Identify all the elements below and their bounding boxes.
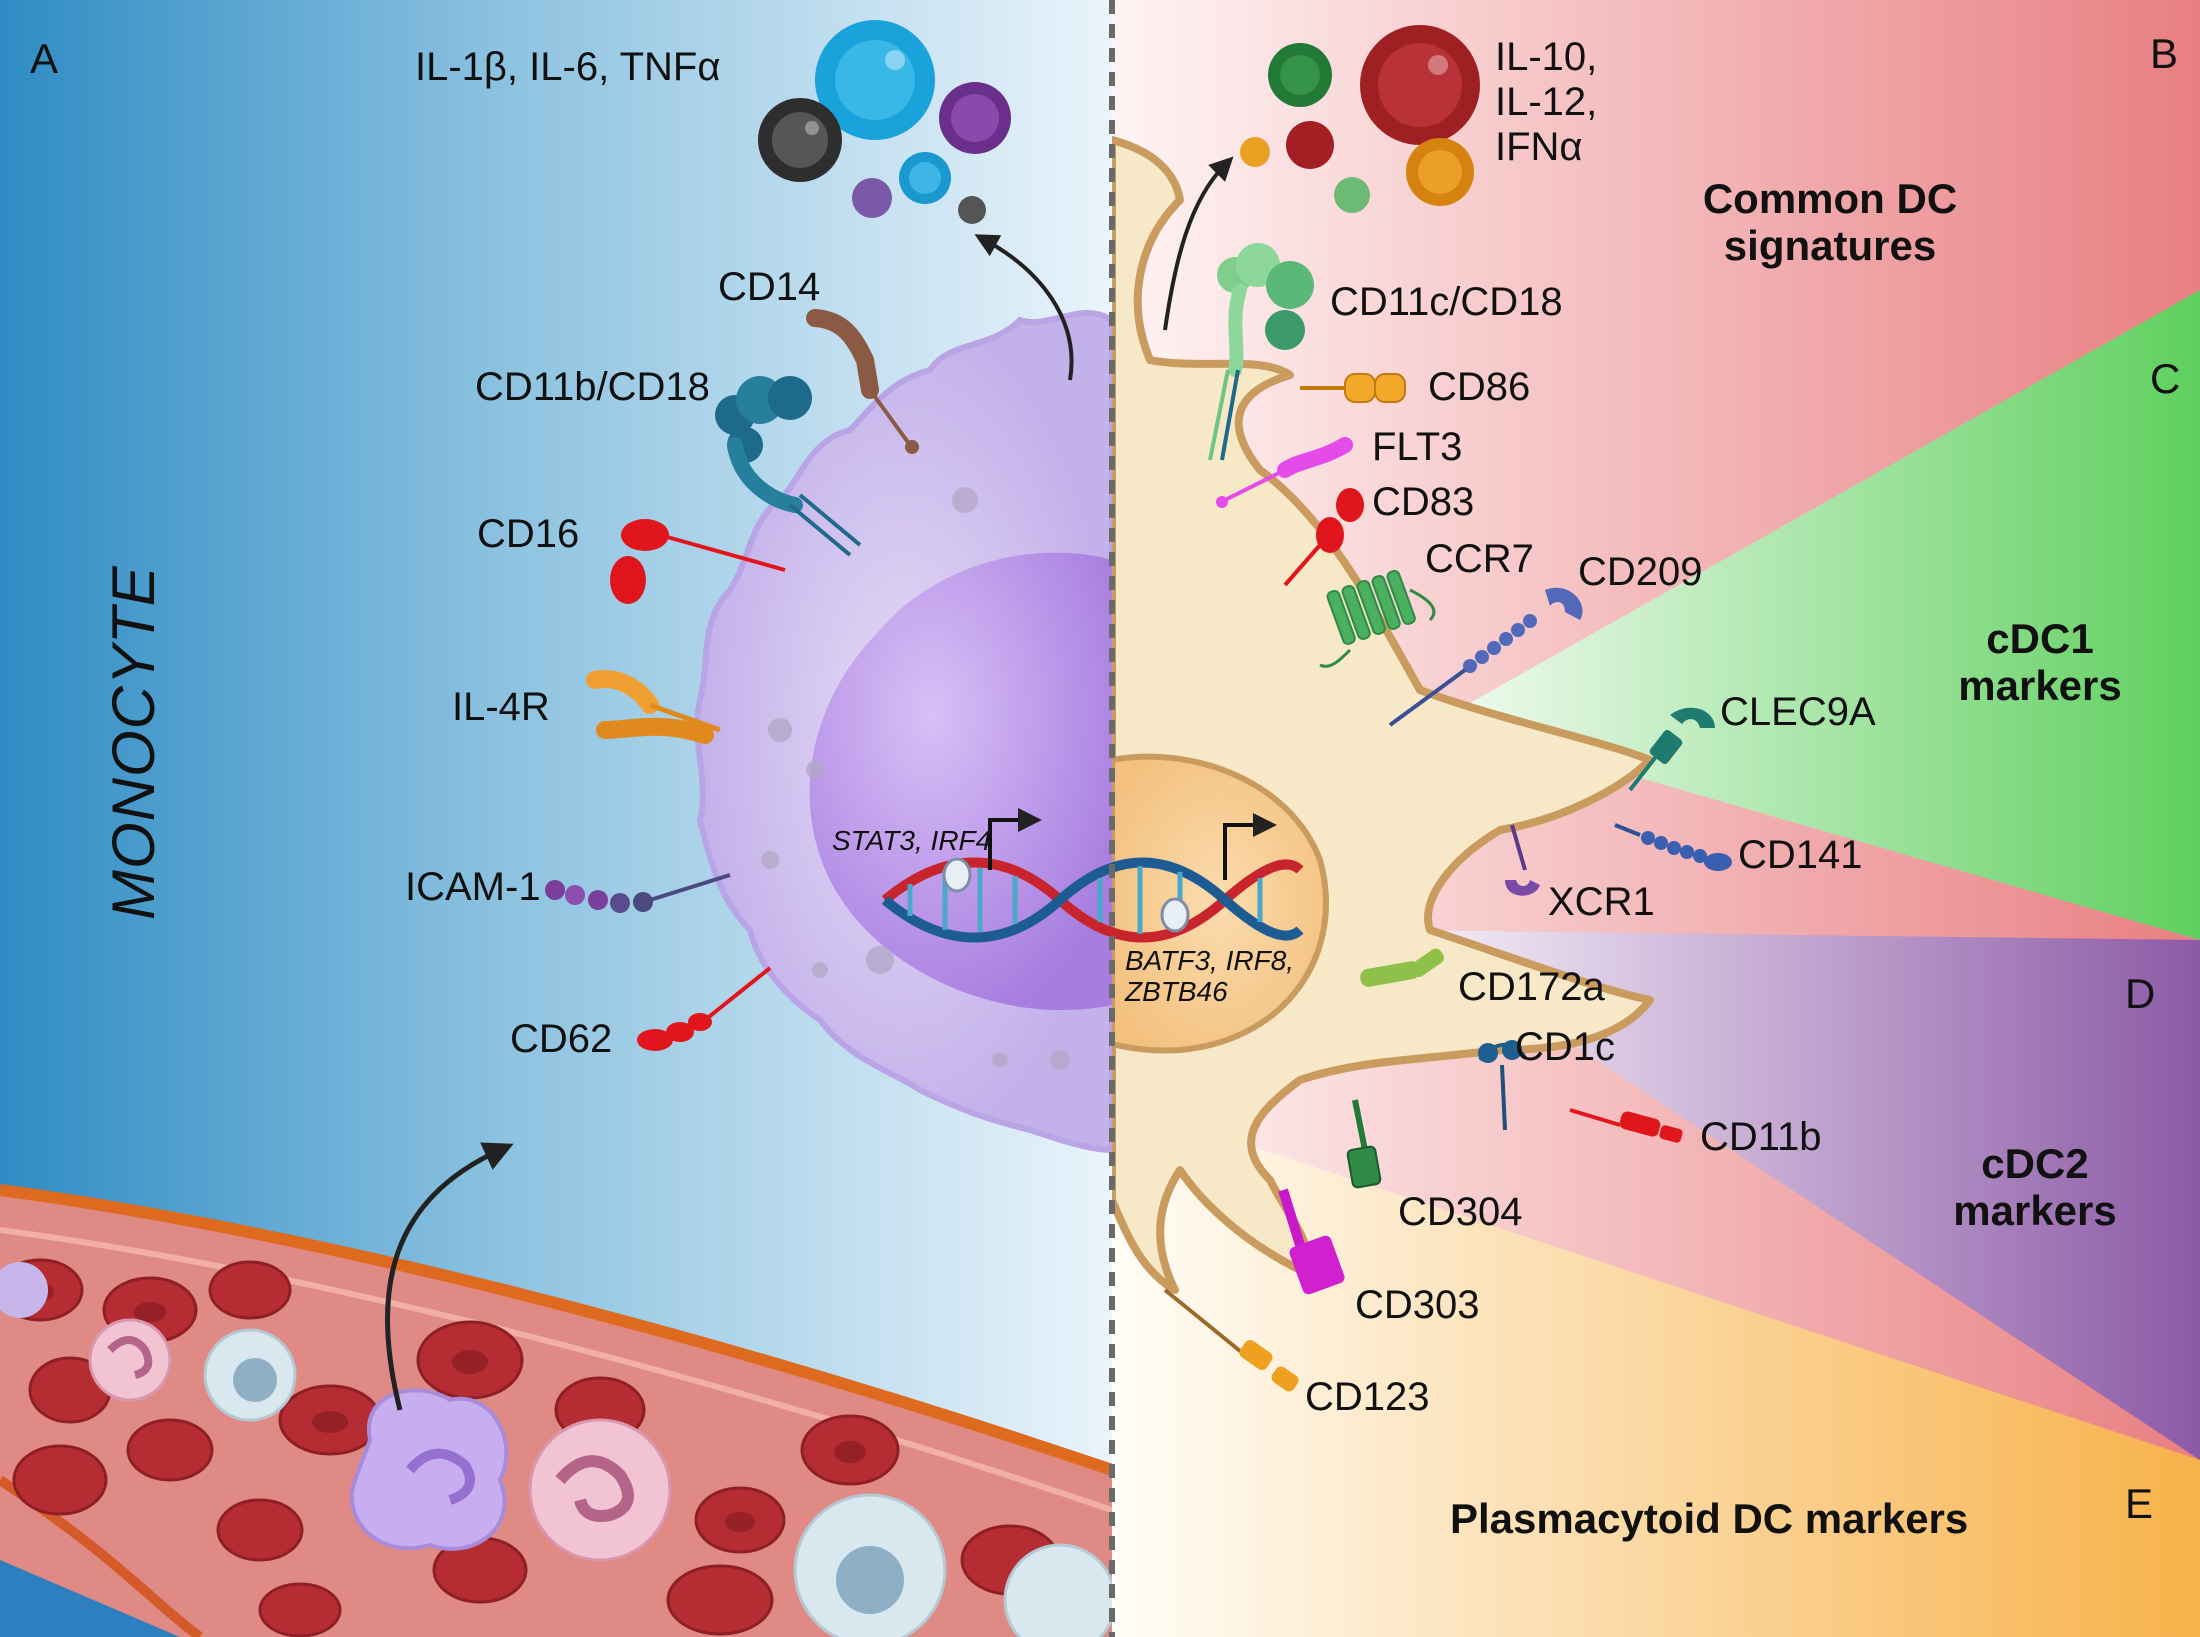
cd11b-cd18-label: CD11b/CD18 [475,365,710,409]
monocyte-genes-label: STAT3, IRF4 [832,825,992,856]
cd141-label: CD141 [1738,833,1863,877]
cd1c-label: CD1c [1515,1025,1616,1069]
cdc2-heading: cDC2 markers [1953,1140,2117,1235]
panel-letter-a: A [30,35,59,82]
panel-letter-b: B [2150,30,2179,77]
monocyte-cytokines-label: IL-1β, IL-6, TNFα [415,45,721,89]
cd172a-label: CD172a [1458,965,1605,1009]
cd14-label: CD14 [718,265,821,309]
dc-genes-label: BATF3, IRF8, ZBTB46 [1125,945,1295,1008]
panel-letter-c: C [2150,355,2181,402]
cd62-label: CD62 [510,1017,613,1061]
cd16-label: CD16 [477,512,580,556]
common-dc-heading: Common DC signatures [1702,175,1958,270]
cd209-label: CD209 [1578,550,1703,594]
monocyte-title: MONOCYTE [100,565,167,920]
ccr7-label: CCR7 [1425,537,1534,581]
cd304-label: CD304 [1398,1190,1523,1234]
cd11c-cd18-label: CD11c/CD18 [1330,280,1563,324]
icam1-label: ICAM-1 [405,865,541,909]
cd123-label: CD123 [1305,1375,1430,1419]
cd303-label: CD303 [1355,1283,1480,1327]
cd83-label: CD83 [1372,480,1475,524]
dc-cytokines-label: IL-10, IL-12, IFNα [1495,35,1598,169]
xcr1-label: XCR1 [1548,880,1655,924]
flt3-label: FLT3 [1372,425,1463,469]
cdc1-heading: cDC1 markers [1958,615,2122,710]
panel-letter-e: E [2125,1480,2154,1527]
cd11b-label: CD11b [1700,1115,1822,1159]
clec9a-label: CLEC9A [1720,690,1876,734]
cd86-label: CD86 [1428,365,1531,409]
il4r-label: IL-4R [452,685,550,729]
panel-letter-d: D [2125,970,2156,1017]
pdc-heading: Plasmacytoid DC markers [1450,1495,1969,1542]
